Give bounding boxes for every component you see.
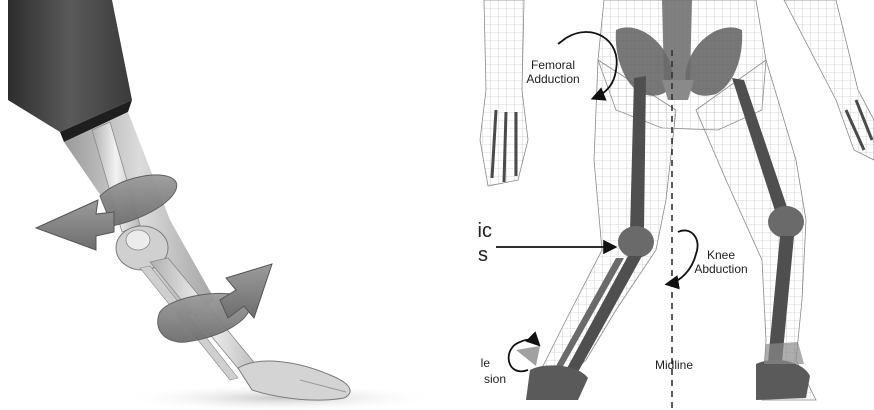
midline-label: Midline bbox=[644, 358, 704, 372]
leg-rotation-illustration-icon bbox=[0, 0, 440, 410]
cut-label-mid: s bbox=[466, 244, 488, 266]
skeleton-wireframe-figure: Femoral Adduction Knee Abduction Midline… bbox=[466, 0, 874, 410]
cut-label-bottom-1: le bbox=[466, 356, 490, 370]
cut-label-top: ic bbox=[466, 220, 492, 242]
knee-abduction-label: Knee Abduction bbox=[684, 248, 758, 276]
femoral-adduction-label: Femoral Adduction bbox=[514, 58, 592, 86]
cut-label-bottom-2: sion bbox=[466, 372, 506, 386]
leg-rotation-illustration bbox=[0, 0, 440, 410]
